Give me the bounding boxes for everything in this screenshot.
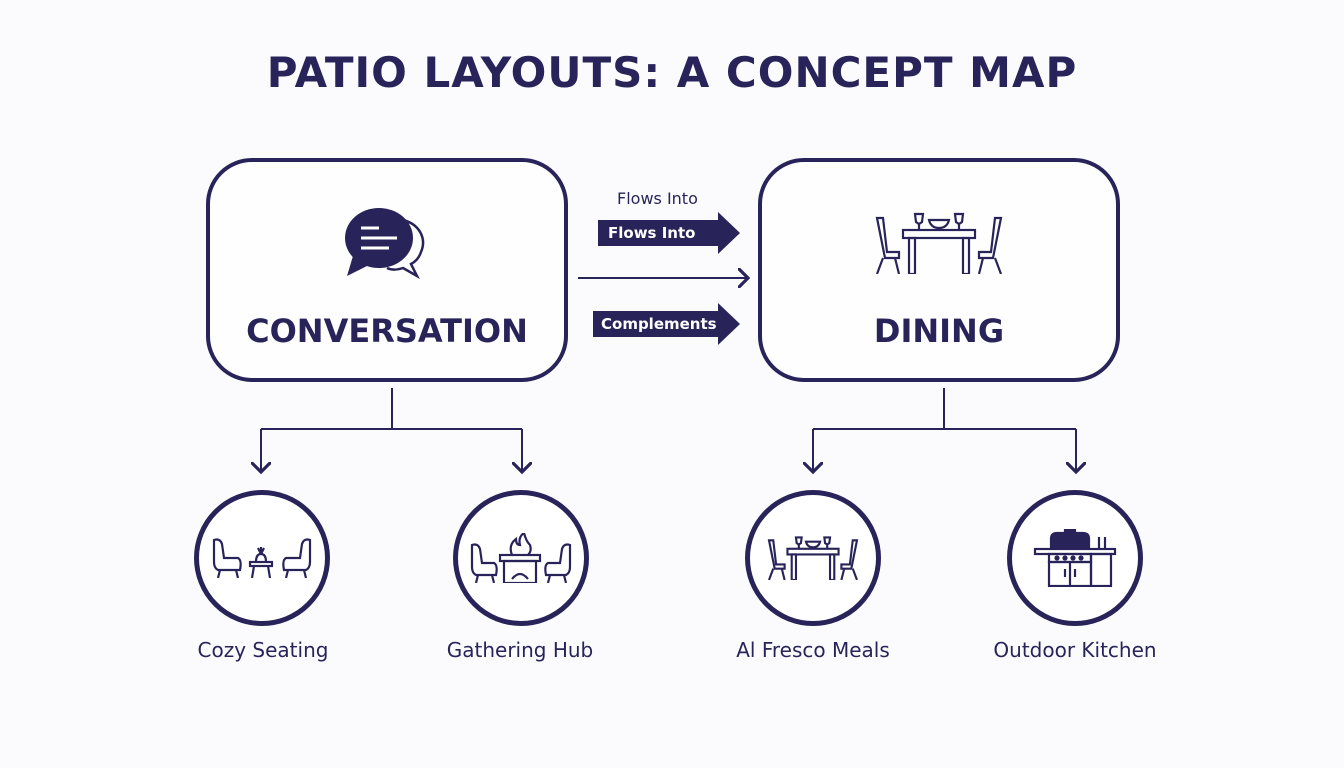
leaf-label: Gathering Hub (446, 638, 594, 662)
node-al-fresco-meals[interactable] (745, 490, 881, 626)
page-title: PATIO LAYOUTS: A CONCEPT MAP (266, 48, 1078, 97)
leaf-label: Al Fresco Meals (736, 638, 890, 662)
leaf-label: Outdoor Kitchen (993, 638, 1157, 662)
leaf-label: Cozy Seating (197, 638, 329, 662)
relation-label: Complements (601, 315, 717, 333)
node-conversation[interactable]: CONVERSATION (206, 158, 568, 382)
node-cozy-seating[interactable] (194, 490, 330, 626)
relation-label: Flows Into (608, 224, 696, 242)
node-gathering-hub[interactable] (453, 490, 589, 626)
node-outdoor-kitchen[interactable] (1007, 490, 1143, 626)
fire-pit-icon (470, 533, 572, 583)
node-label: CONVERSATION (246, 312, 528, 350)
grill-icon (1033, 529, 1117, 587)
armchairs-table-icon (212, 538, 312, 578)
relation-complements[interactable]: Complements (593, 303, 740, 345)
dining-table-icon (875, 212, 1003, 274)
node-dining[interactable]: DINING (758, 158, 1120, 382)
node-label: DINING (873, 312, 1005, 350)
relation-caption: Flows Into (617, 189, 698, 208)
relation-flows-into[interactable]: Flows Into (598, 212, 740, 254)
chat-bubbles-icon (345, 208, 425, 280)
dining-table-icon (767, 536, 859, 580)
